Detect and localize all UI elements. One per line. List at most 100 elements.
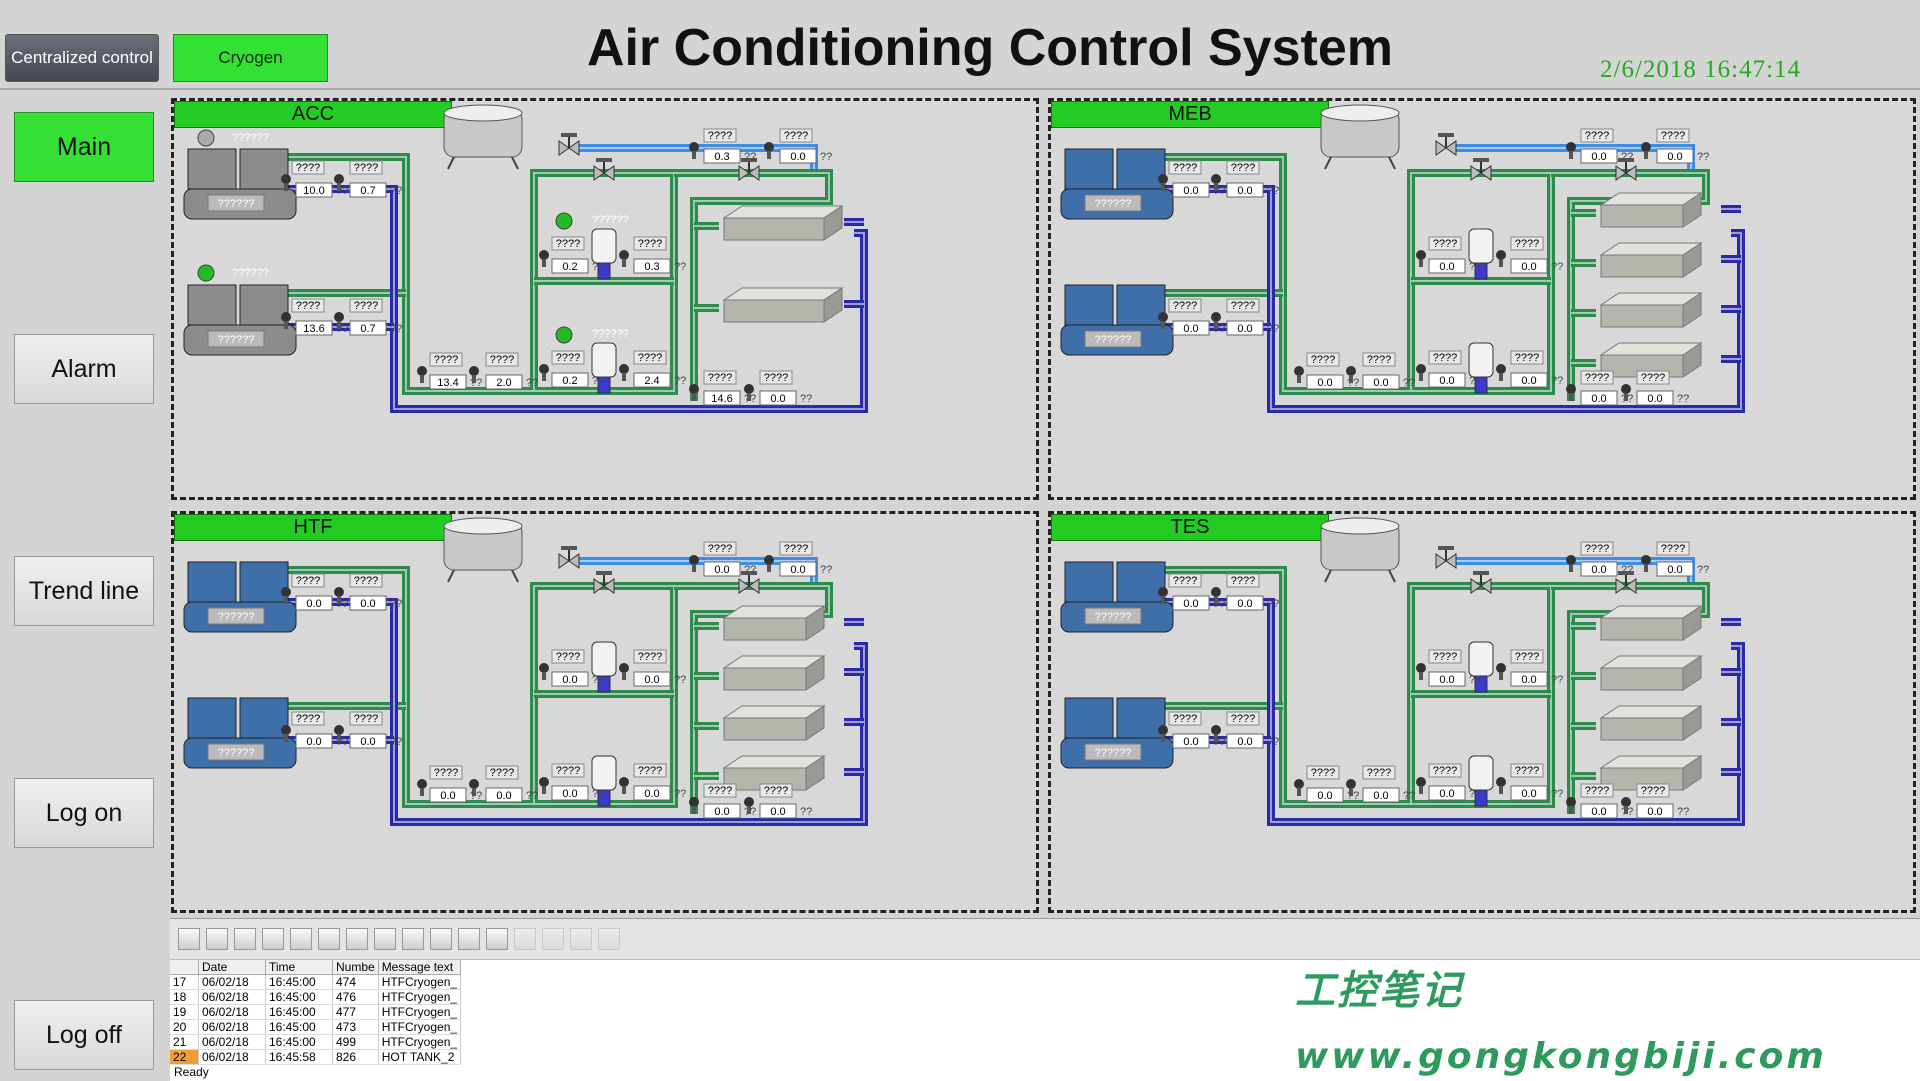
scroll-top-icon[interactable] [346, 928, 368, 950]
svg-text:??????: ?????? [1095, 198, 1132, 210]
svg-text:0.0: 0.0 [1183, 736, 1198, 748]
svg-text:??: ?? [1551, 261, 1563, 273]
log-column-header[interactable]: Time [265, 960, 333, 975]
chiller-value: 0.7?? [349, 320, 402, 336]
log-cell: 21 [170, 1034, 199, 1050]
main-button[interactable]: Main [14, 112, 154, 182]
svg-text:??: ?? [800, 393, 812, 405]
gauge-icon [1294, 366, 1304, 376]
filter-icon[interactable] [262, 928, 284, 950]
svg-text:0.0: 0.0 [770, 393, 785, 405]
log-cell: 476 [332, 989, 379, 1005]
alarm-button[interactable]: Alarm [14, 334, 154, 404]
status-indicator [197, 264, 215, 282]
chiller-icon: ?????? [183, 284, 297, 356]
tag-label: ???? [1226, 573, 1260, 588]
svg-text:??: ?? [390, 598, 402, 610]
first-page-icon[interactable] [514, 928, 536, 950]
gauge-icon [1416, 250, 1426, 260]
tag-label: ???? [633, 350, 667, 365]
ahu-icon [1599, 292, 1703, 328]
last-page-icon[interactable] [598, 928, 620, 950]
tag-label: ???? [291, 573, 325, 588]
gauge-icon [619, 364, 629, 374]
svg-text:??: ?? [1621, 564, 1633, 576]
svg-text:??: ?? [674, 375, 686, 387]
svg-text:??: ?? [1469, 375, 1481, 387]
scroll-bottom-icon[interactable] [430, 928, 452, 950]
gauge-icon [1158, 587, 1168, 597]
watermark-url: www.gongkongbiji.com [1295, 1036, 1827, 1077]
acknowledge-all-icon[interactable] [206, 928, 228, 950]
svg-text:0.0: 0.0 [1237, 598, 1252, 610]
log-column-header[interactable]: Message text [378, 960, 462, 975]
bottom-value: 0.0?? [1636, 803, 1689, 819]
svg-text:????: ???? [784, 543, 808, 555]
gauge-icon [689, 384, 699, 394]
gauge-icon [1496, 364, 1506, 374]
log-cell: 474 [332, 974, 379, 990]
valve-icon [558, 133, 580, 156]
prev-page-icon[interactable] [542, 928, 564, 950]
panel-acc: ACC ????????????????????????????????????… [171, 98, 1039, 500]
trend-line-button[interactable]: Trend line [14, 556, 154, 626]
log-cell: 499 [332, 1034, 379, 1050]
lock-icon[interactable] [458, 928, 480, 950]
panel-tes: TES ????????????????0.0??????0.0??????0.… [1048, 511, 1916, 913]
archive-icon[interactable] [234, 928, 256, 950]
svg-text:????: ???? [638, 765, 662, 777]
header-divider [0, 88, 1920, 90]
watermark-text: 工控笔记 [1295, 968, 1463, 1014]
log-column-header[interactable]: Date [198, 960, 266, 975]
svg-text:????: ???? [784, 130, 808, 142]
tag-label: ???? [1510, 350, 1544, 365]
log-cell: HTFCryogen_ [378, 1019, 462, 1035]
svg-text:????: ???? [1585, 543, 1609, 555]
gauge-icon [1621, 797, 1631, 807]
svg-text:????: ???? [1585, 130, 1609, 142]
print-icon[interactable] [290, 928, 312, 950]
scroll-up-icon[interactable] [374, 928, 396, 950]
tag-label: ???? [1580, 370, 1614, 385]
ahu-icon [1599, 655, 1703, 691]
tag-label: ???? [349, 160, 383, 175]
acknowledge-icon[interactable] [178, 928, 200, 950]
cryogen-button[interactable]: Cryogen [173, 34, 328, 82]
svg-text:0.0: 0.0 [360, 598, 375, 610]
gauge-icon [619, 250, 629, 260]
svg-text:????: ???? [556, 352, 580, 364]
log-on-button[interactable]: Log on [14, 778, 154, 848]
valve-icon [738, 571, 760, 594]
scroll-down-icon[interactable] [402, 928, 424, 950]
tag-label: ???? [551, 763, 585, 778]
settings-icon[interactable] [486, 928, 508, 950]
watermark-background [1295, 966, 1920, 1080]
svg-text:????: ???? [1641, 785, 1665, 797]
gauge-icon [281, 725, 291, 735]
ahu-icon [722, 655, 826, 691]
bottom-value: 0.0?? [1306, 787, 1359, 803]
status-label: ?????? [592, 214, 629, 226]
gauge-icon [539, 777, 549, 787]
chiller-value: 0.0?? [1226, 733, 1279, 749]
tag-label: ???? [779, 128, 813, 143]
next-page-icon[interactable] [570, 928, 592, 950]
svg-text:0.0: 0.0 [1521, 674, 1536, 686]
log-column-header[interactable] [170, 960, 199, 975]
svg-text:????: ???? [638, 352, 662, 364]
sort-icon[interactable] [318, 928, 340, 950]
tag-label: ???? [1510, 649, 1544, 664]
svg-text:????: ???? [708, 372, 732, 384]
centralized-control-button[interactable]: Centralized control [5, 34, 159, 82]
log-column-header[interactable]: Numbe [332, 960, 379, 975]
svg-text:10.0: 10.0 [303, 185, 324, 197]
tag-label: ???? [1362, 352, 1396, 367]
svg-text:????: ???? [1231, 162, 1255, 174]
log-off-button[interactable]: Log off [14, 1000, 154, 1070]
